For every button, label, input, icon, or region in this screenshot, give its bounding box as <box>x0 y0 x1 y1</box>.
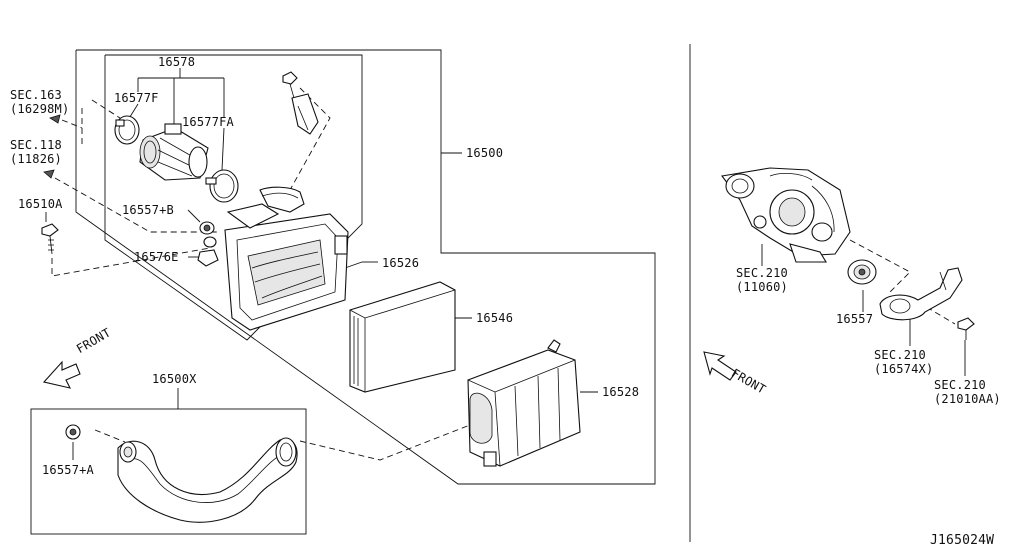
label-16577f: 16577F <box>114 91 159 105</box>
frame-16500 <box>75 49 656 485</box>
clip-16576e <box>197 236 219 267</box>
label-16557a: 16557+A <box>42 463 94 477</box>
bolt-sec210-21010aa <box>957 317 975 340</box>
label-16528: 16528 <box>602 385 640 399</box>
label-sec118-line2: (11826) <box>10 152 62 166</box>
label-16578: 16578 <box>158 55 196 69</box>
label-sec210c-line2: (21010AA) <box>934 392 1001 406</box>
label-sec163-line2: (16298M) <box>10 102 70 116</box>
label-sec210c-line1: SEC.210 <box>934 378 986 392</box>
label-16500x: 16500X <box>152 372 197 386</box>
label-16500: 16500 <box>466 146 504 160</box>
section-arrows <box>43 114 61 179</box>
air-cleaner-cover-16526 <box>224 186 349 331</box>
front-arrow-right <box>703 351 737 381</box>
label-16577fa: 16577FA <box>182 115 234 129</box>
label-16510a: 16510A <box>18 197 63 211</box>
diagram-id: J165024W <box>930 533 995 548</box>
grommet-16557-right <box>847 259 877 285</box>
label-sec163-line1: SEC.163 <box>10 88 62 102</box>
label-sec210b-line1: SEC.210 <box>874 348 926 362</box>
sensor-top <box>282 71 319 135</box>
air-duct-16500x <box>117 437 298 523</box>
clamp-16577fa <box>205 169 239 203</box>
front-arrow-left <box>42 360 81 389</box>
label-16557: 16557 <box>836 312 874 326</box>
clamp-16577f <box>114 115 140 145</box>
label-16557b: 16557+B <box>122 203 174 217</box>
bracket-sec210-16574x <box>879 267 963 321</box>
label-sec210a-line2: (11060) <box>736 280 788 294</box>
label-16576e: 16576E <box>134 250 179 264</box>
housing-sec210-11060 <box>721 167 851 263</box>
grommet-16557a <box>65 424 81 440</box>
frame-16500x <box>30 408 307 535</box>
dashed-connectors <box>51 87 956 461</box>
grommet-16557b <box>199 221 215 235</box>
bolt-16510a <box>41 223 59 255</box>
air-cleaner-case-16528 <box>467 339 581 467</box>
label-16526: 16526 <box>382 256 420 270</box>
label-sec210b-line2: (16574X) <box>874 362 934 376</box>
air-flow-meter <box>139 123 209 181</box>
label-sec210a-line1: SEC.210 <box>736 266 788 280</box>
label-sec118-line1: SEC.118 <box>10 138 62 152</box>
filter-element-16546 <box>349 281 456 393</box>
label-16546: 16546 <box>476 311 514 325</box>
